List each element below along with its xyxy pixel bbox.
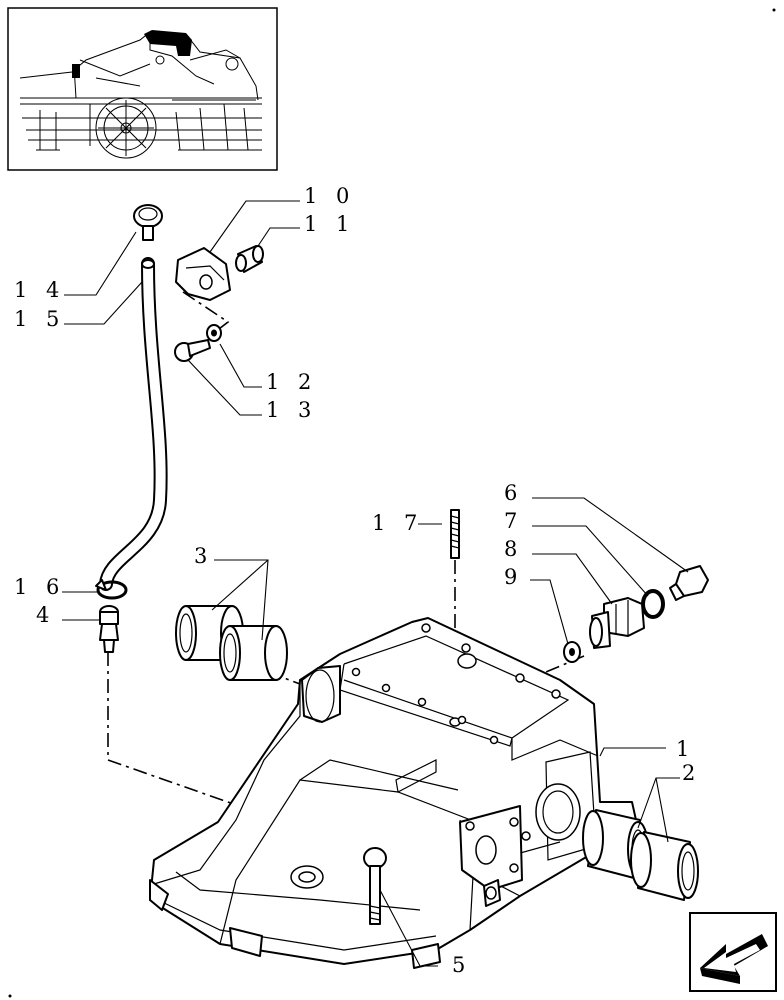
- stud-17: [450, 509, 460, 559]
- label-part-4: 4: [36, 603, 55, 627]
- bolt-13: [174, 339, 211, 362]
- label-part-1: 1: [676, 737, 695, 761]
- label-part-17: 1 7: [372, 511, 423, 535]
- seal-ring-7: [641, 589, 665, 619]
- label-part-13: 1 3: [266, 398, 317, 422]
- label-part-11: 1 1: [304, 212, 355, 236]
- breather-hose-15: [99, 257, 168, 591]
- lift-housing: [149, 617, 637, 969]
- hose-clamp-16: [95, 579, 128, 600]
- label-part-16: 1 6: [14, 575, 65, 599]
- breather-cap-14: [133, 204, 163, 241]
- leader-lines: [62, 200, 689, 967]
- nav-back-button[interactable]: [689, 912, 777, 992]
- label-part-14: 1 4: [14, 278, 65, 302]
- label-part-7: 7: [504, 509, 523, 533]
- connector-4: [99, 605, 119, 653]
- adapter-8: [589, 597, 645, 649]
- label-part-6: 6: [504, 481, 523, 505]
- bushing-pair-3: [175, 605, 288, 681]
- spacer-11: [235, 245, 264, 273]
- bushing-pair-2: [582, 809, 699, 901]
- washer-12: [206, 324, 222, 342]
- label-part-8: 8: [504, 537, 523, 561]
- label-part-9: 9: [504, 565, 523, 589]
- label-part-12: 1 2: [266, 370, 317, 394]
- label-part-5: 5: [452, 953, 471, 977]
- label-part-10: 1 0: [304, 184, 355, 208]
- washer-9: [563, 641, 581, 663]
- plug-6: [669, 565, 709, 601]
- part-labels: 1 2 3 4 5 6 7 8 9 1 0 1 1 1 2 1 3 1 4 1 …: [14, 184, 701, 977]
- label-part-15: 1 5: [14, 307, 65, 331]
- label-part-3: 3: [194, 544, 213, 568]
- corner-mark: [772, 8, 776, 12]
- clamp-10: [175, 247, 231, 301]
- locator-thumbnail: [7, 7, 278, 171]
- label-part-2: 2: [682, 761, 701, 785]
- arrow-left-icon: [700, 934, 768, 984]
- corner-mark: [8, 994, 12, 998]
- bolt-5: [363, 847, 387, 925]
